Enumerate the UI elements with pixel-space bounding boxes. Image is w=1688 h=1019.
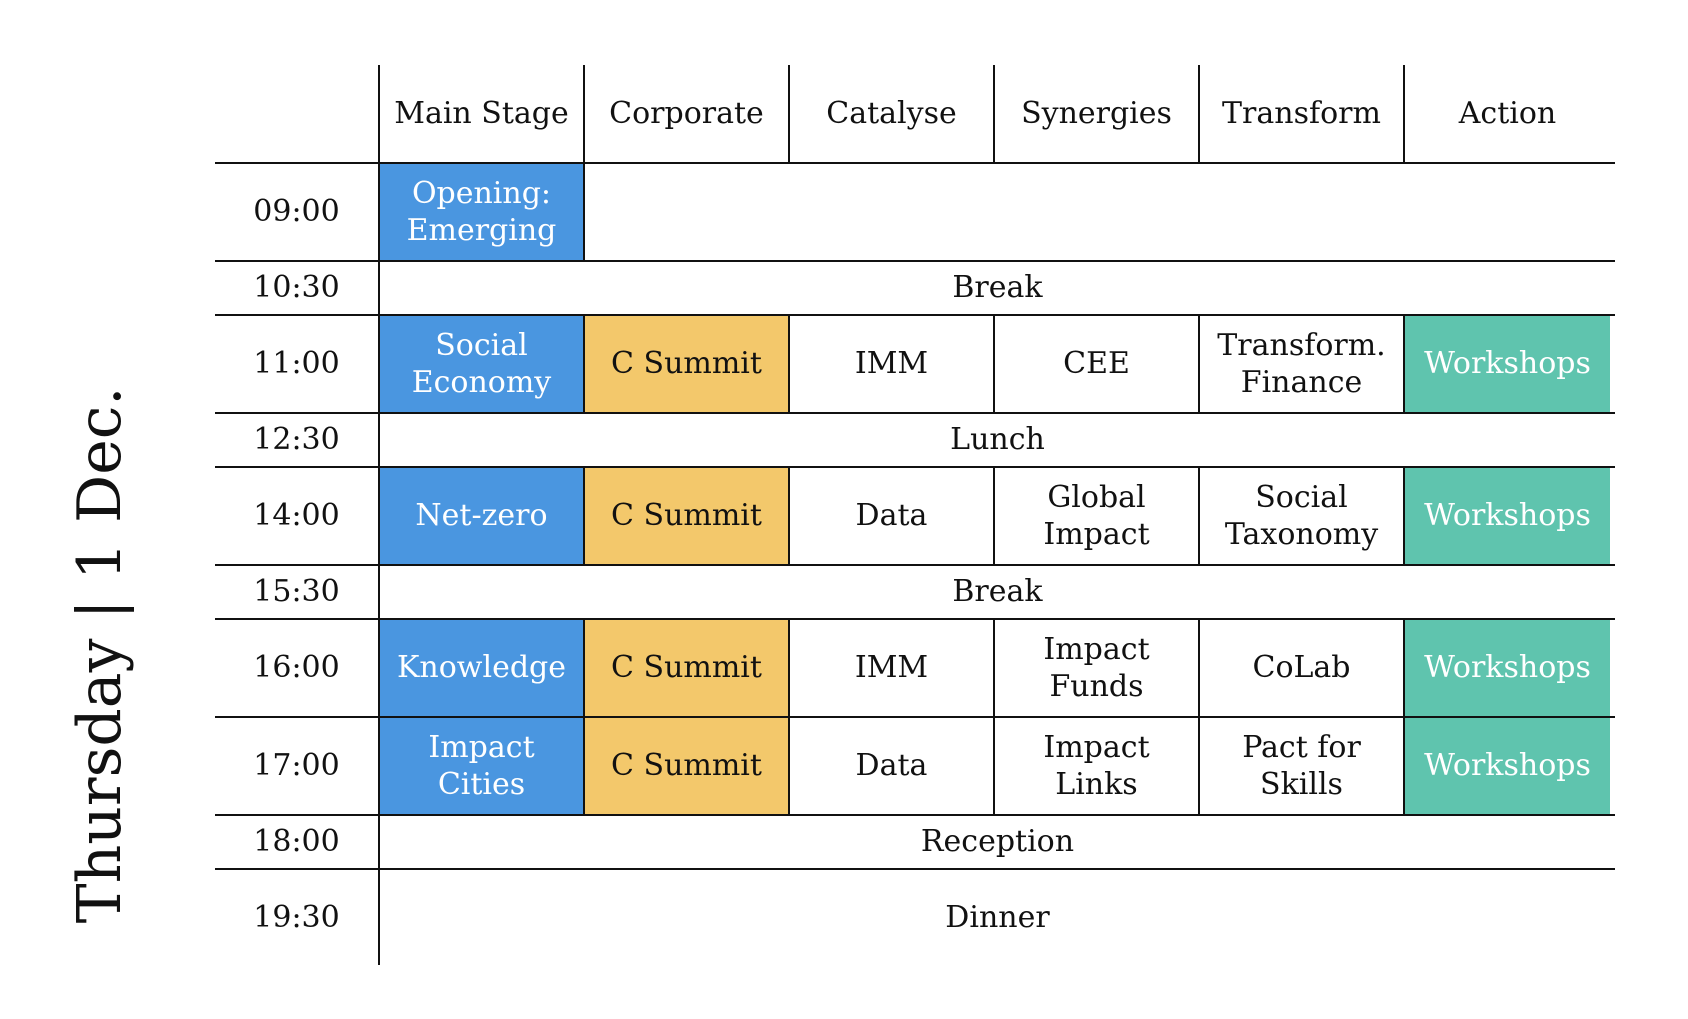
session-cell: Knowledge [380, 620, 585, 716]
time-label: 10:30 [215, 262, 380, 314]
time-slot-row: 14:00 Net-zero C Summit Data Global Impa… [215, 468, 1615, 566]
time-label: 14:00 [215, 468, 380, 564]
break-row: 10:30 Break [215, 262, 1615, 316]
session-cell: C Summit [585, 468, 790, 564]
time-label: 18:00 [215, 816, 380, 868]
session-cell: Impact Cities [380, 718, 585, 814]
time-label: 16:00 [215, 620, 380, 716]
session-cell: IMM [790, 620, 995, 716]
time-slot-row: 09:00 Opening: Emerging [215, 164, 1615, 262]
session-cell: Impact Funds [995, 620, 1200, 716]
session-cell: Impact Links [995, 718, 1200, 814]
session-cell: C Summit [585, 620, 790, 716]
session-cell: Opening: Emerging [380, 164, 585, 260]
session-cell: CEE [995, 316, 1200, 412]
time-slot-row: 16:00 Knowledge C Summit IMM Impact Fund… [215, 620, 1615, 718]
session-cell: Workshops [1405, 316, 1610, 412]
time-label: 09:00 [215, 164, 380, 260]
session-cell: Transform. Finance [1200, 316, 1405, 412]
break-label: Break [952, 574, 1043, 610]
break-label: Break [952, 270, 1043, 306]
session-cell: Pact for Skills [1200, 718, 1405, 814]
break-row: 15:30 Break [215, 566, 1615, 620]
header-row: Main Stage Corporate Catalyse Synergies … [215, 65, 1615, 164]
break-label: Reception [920, 824, 1075, 860]
time-label: 17:00 [215, 718, 380, 814]
track-header: Main Stage [380, 65, 585, 162]
session-cell: Data [790, 468, 995, 564]
time-label: 15:30 [215, 566, 380, 618]
session-cell: IMM [790, 316, 995, 412]
session-cell: Net-zero [380, 468, 585, 564]
time-label: 12:30 [215, 414, 380, 466]
session-cell: Data [790, 718, 995, 814]
track-header: Synergies [995, 65, 1200, 162]
time-header [215, 65, 380, 162]
track-header: Catalyse [790, 65, 995, 162]
break-label: Dinner [945, 899, 1050, 935]
break-row: 19:30 Dinner [215, 870, 1615, 965]
break-row: 18:00 Reception [215, 816, 1615, 870]
session-cell: CoLab [1200, 620, 1405, 716]
empty-cell [585, 164, 1615, 260]
session-cell: Social Taxonomy [1200, 468, 1405, 564]
track-header: Action [1458, 95, 1557, 131]
session-cell: Social Economy [380, 316, 585, 412]
session-cell: Workshops [1405, 468, 1610, 564]
time-slot-row: 17:00 Impact Cities C Summit Data Impact… [215, 718, 1615, 816]
session-cell: Global Impact [995, 468, 1200, 564]
session-cell: C Summit [585, 718, 790, 814]
track-header: Transform [1200, 65, 1405, 162]
break-label: Lunch [950, 422, 1045, 458]
track-header: Corporate [585, 65, 790, 162]
time-slot-row: 11:00 Social Economy C Summit IMM CEE Tr… [215, 316, 1615, 414]
session-cell: Workshops [1405, 718, 1610, 814]
time-label: 11:00 [215, 316, 380, 412]
session-cell: C Summit [585, 316, 790, 412]
break-row: 12:30 Lunch [215, 414, 1615, 468]
schedule-table: Main Stage Corporate Catalyse Synergies … [215, 65, 1615, 965]
session-cell: Workshops [1405, 620, 1610, 716]
day-title: Thursday | 1 Dec. [65, 386, 135, 924]
time-label: 19:30 [215, 870, 380, 965]
